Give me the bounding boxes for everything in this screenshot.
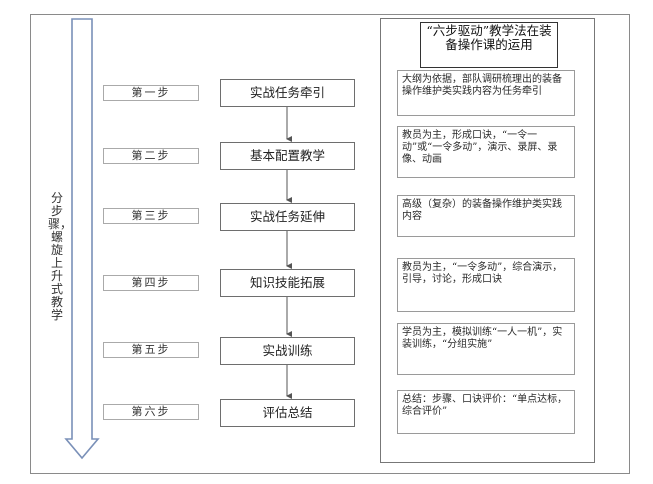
step-label-6: 第六步 [103, 404, 199, 420]
step-label-3: 第三步 [103, 208, 199, 224]
task-box-4: 知识技能拓展 [220, 269, 355, 297]
task-box-5: 实战训练 [220, 337, 355, 365]
spiral-down-arrow [64, 18, 100, 460]
right-panel [380, 18, 595, 463]
desc-box-1: 大纲为依据，部队调研梳理出的装备操作维护类实践内容为任务牵引 [397, 70, 575, 116]
task-box-3: 实战任务延伸 [220, 203, 355, 231]
step-label-4: 第四步 [103, 275, 199, 291]
step-label-5: 第五步 [103, 342, 199, 358]
desc-box-3: 高级（复杂）的装备操作维护类实践内容 [397, 195, 575, 237]
diagram-frame [30, 14, 630, 474]
task-box-6: 评估总结 [220, 399, 355, 427]
step-label-1: 第一步 [103, 85, 199, 101]
task-box-2: 基本配置教学 [220, 142, 355, 170]
desc-box-2: 教员为主，形成口诀，“一令一动”或“一令多动”，演示、录屏、录像、动画 [397, 126, 575, 178]
desc-box-5: 学员为主，模拟训练“一人一机”，实装训练，“分组实施” [397, 323, 575, 375]
side-label: 分步骤，螺旋上升式教学 [48, 191, 73, 322]
desc-box-6: 总结：步骤、口诀评价：“单点达标，综合评价” [397, 390, 575, 434]
panel-title: “六步驱动”教学法在装备操作课的运用 [420, 22, 558, 68]
desc-box-4: 教员为主，“一令多动”，综合演示，引导，讨论，形成口诀 [397, 258, 575, 312]
step-label-2: 第二步 [103, 148, 199, 164]
task-box-1: 实战任务牵引 [220, 79, 355, 107]
